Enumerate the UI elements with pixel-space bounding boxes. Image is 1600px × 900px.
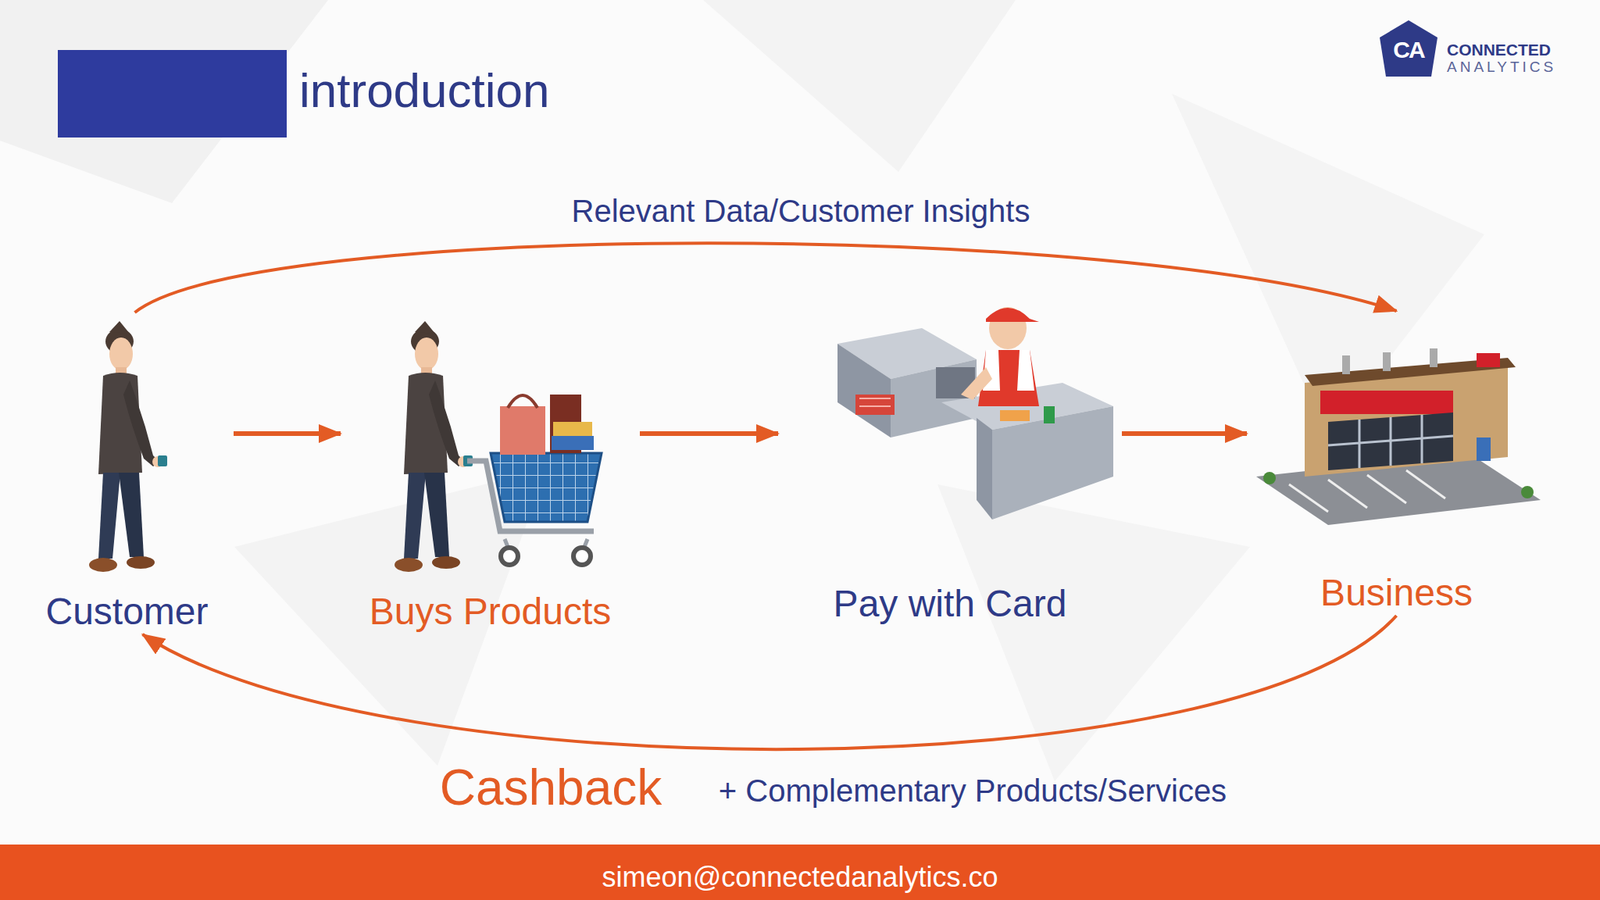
flow-step: Buys Products xyxy=(343,312,637,635)
step-label: Pay with Card xyxy=(833,581,1068,627)
flow-arrow xyxy=(142,615,1397,750)
edge-label: Cashback xyxy=(439,758,663,817)
note-text: + Complementary Products/Services xyxy=(718,773,1227,809)
logo-mark: CA xyxy=(1392,36,1424,64)
footer-email: simeon@connectedanalytics.co xyxy=(602,860,999,894)
flow-step: Customer xyxy=(23,312,231,635)
logo-text: CONNECTED xyxy=(1446,40,1551,60)
step-label: Customer xyxy=(45,589,208,635)
flow-arrow xyxy=(639,431,779,436)
flow-step: Pay with Card xyxy=(781,304,1119,627)
logo-text: ANALYTICS xyxy=(1446,58,1557,76)
flow-step: Business xyxy=(1250,310,1543,616)
slide-title: introduction xyxy=(299,62,550,118)
flow-arrow xyxy=(1121,431,1247,436)
step-label: Business xyxy=(1320,570,1473,616)
edge-label: Relevant Data/Customer Insights xyxy=(571,193,1031,229)
flow-arrow xyxy=(233,431,341,436)
step-label: Buys Products xyxy=(369,589,611,635)
flow-arrow xyxy=(135,242,1397,313)
